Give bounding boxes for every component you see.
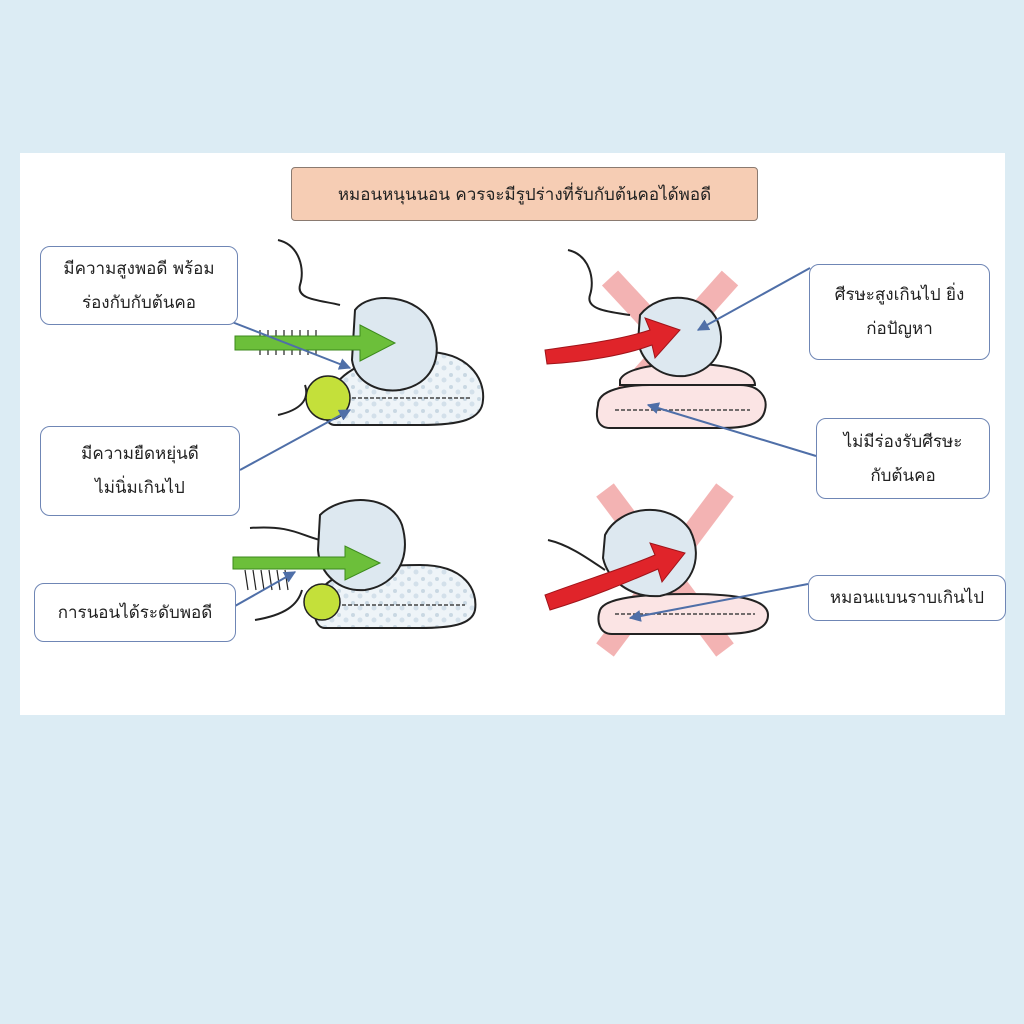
callout-good-elastic: มีความยืดหยุ่นดี ไม่นิ่มเกินไป	[40, 426, 240, 516]
figure-good-height	[234, 239, 485, 426]
callout-good-height: มีความสูงพอดี พร้อม ร่องกับกับต้นคอ	[40, 246, 238, 325]
neck-support-ball-icon	[303, 583, 341, 621]
figure-bad-flat	[544, 483, 770, 657]
bad-alignment-arrow-icon	[544, 542, 686, 611]
page-title: หมอนหนุนนอน ควรจะมีรูปร่างที่รับกับต้นคอ…	[291, 167, 758, 221]
callout-bad-no-groove: ไม่มีร่องรับศีรษะ กับต้นคอ	[816, 418, 990, 499]
callout-leaders	[231, 267, 817, 622]
figure-good-level	[232, 499, 477, 629]
figure-bad-high	[544, 249, 767, 429]
callout-bad-high: ศีรษะสูงเกินไป ยิ่ง ก่อปัญหา	[809, 264, 990, 360]
good-alignment-arrow-icon	[232, 545, 382, 581]
bad-alignment-arrow-icon	[544, 317, 681, 365]
callout-good-level: การนอนได้ระดับพอดี	[34, 583, 236, 642]
good-alignment-arrow-icon	[234, 324, 397, 362]
callout-bad-flat: หมอนแบนราบเกินไป	[808, 575, 1006, 621]
